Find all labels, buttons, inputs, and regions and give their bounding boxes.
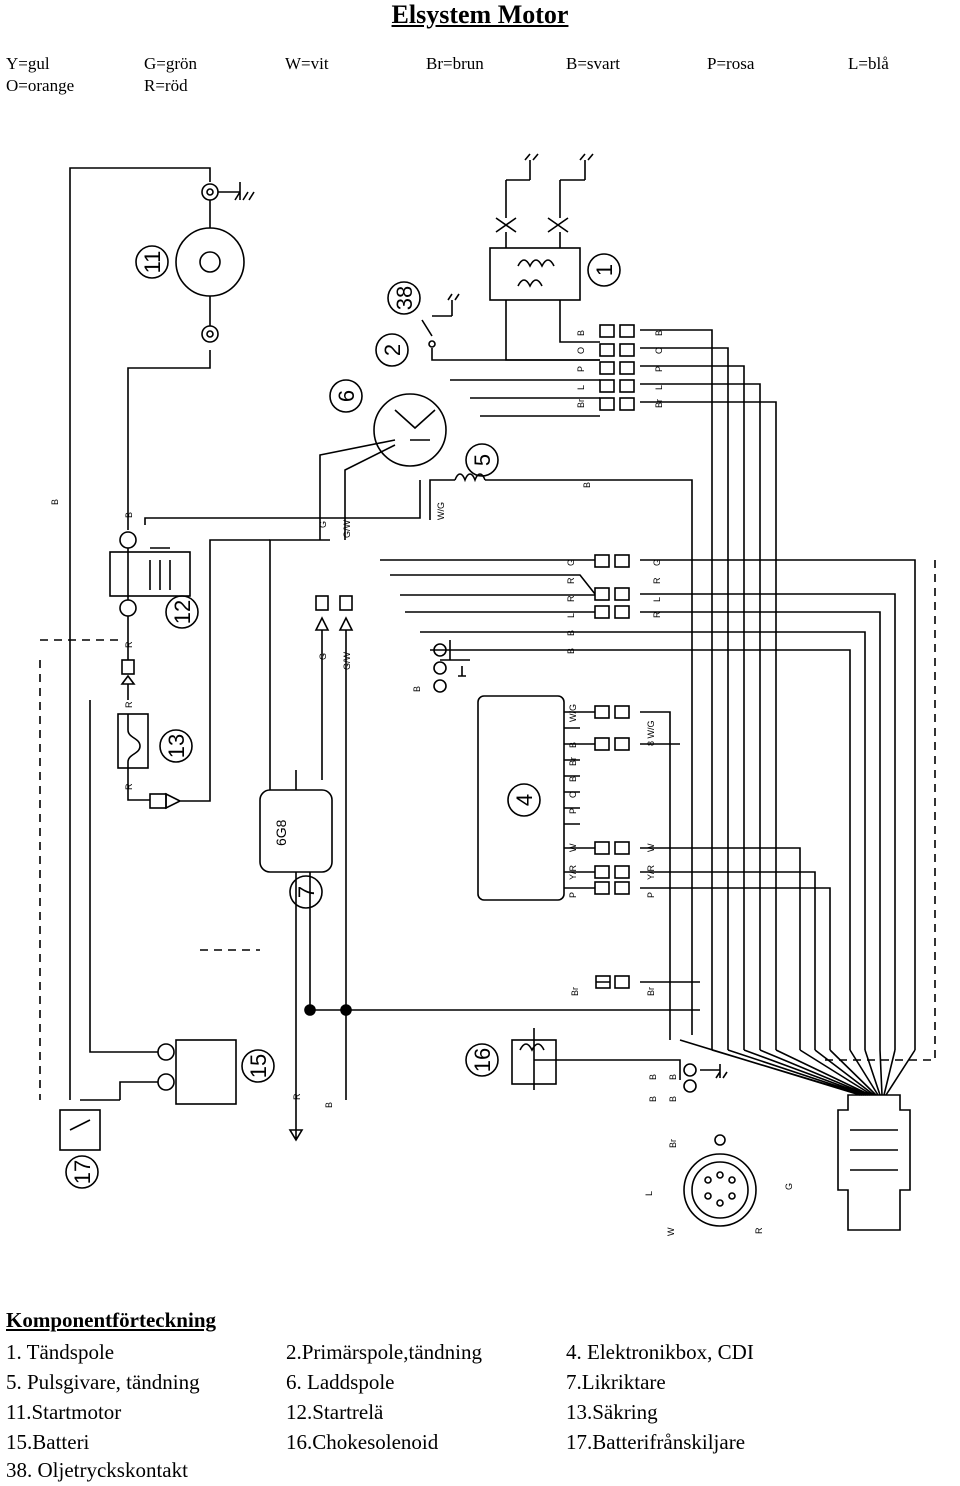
wire-label: O [576, 347, 586, 354]
component-marker: 15 [246, 1054, 271, 1078]
component-item: 13.Säkring [566, 1400, 658, 1424]
wire-label: R [124, 701, 134, 708]
wire-label: L [652, 597, 662, 602]
wire-label: Br [568, 757, 578, 766]
component-marker: 12 [170, 600, 195, 624]
legend-item: G=grön [144, 54, 198, 73]
wire-label: P [568, 808, 578, 814]
wire-label: B [412, 686, 422, 692]
wire-label: B [566, 648, 576, 654]
component-marker: 1 [592, 264, 617, 276]
component-marker: 11 [140, 251, 165, 274]
wire-label: G [566, 559, 576, 566]
wire-label: Br [646, 987, 656, 996]
wire-label: R [124, 641, 134, 648]
wire-label: R [652, 577, 662, 584]
wire-label: O [654, 347, 664, 354]
component-marker: 38 [392, 286, 417, 310]
component-item: 11.Startmotor [6, 1400, 122, 1424]
wiring-diagram: B B R R R G G/W G G/W W/G B B R B Br L W… [39, 153, 936, 1236]
wire-label: Y/R [646, 864, 656, 880]
wire-label: W/G [568, 704, 578, 722]
wire-label: W [666, 1227, 676, 1236]
wire-label: B [124, 512, 134, 518]
wire-label: B [324, 1102, 334, 1108]
wire-label: B [668, 1074, 678, 1080]
wire-label: P [646, 892, 656, 898]
component-item: 38. Oljetryckskontakt [6, 1458, 188, 1482]
component-marker: 6 [334, 390, 359, 402]
component-item: 2.Primärspole,tändning [286, 1340, 482, 1364]
wire-label: W [568, 843, 578, 852]
wire-label: R [566, 595, 576, 602]
rectifier-code: 6G8 [273, 819, 289, 846]
wire-label: 8 W/G [646, 720, 656, 746]
wire-label: R [292, 1093, 302, 1100]
wire-label: W [646, 843, 656, 852]
legend-item: B=svart [566, 54, 620, 73]
wire-label: B [566, 630, 576, 636]
component-marker: 13 [164, 734, 189, 758]
wire-label: P [568, 892, 578, 898]
wire-label: W/G [436, 502, 446, 520]
component-item: 1. Tändspole [6, 1340, 115, 1364]
wire-label: G [318, 653, 328, 660]
wire-label: L [644, 1191, 654, 1196]
legend-item: W=vit [285, 54, 329, 73]
component-item: 12.Startrelä [286, 1400, 384, 1424]
legend-item: P=rosa [707, 54, 755, 73]
page-title: Elsystem Motor [391, 0, 569, 29]
wire-label: G/W [342, 519, 352, 538]
component-item: 16.Chokesolenoid [286, 1430, 439, 1454]
wire-label: B [568, 776, 578, 782]
wire-label: B [668, 1096, 678, 1102]
component-item: 4. Elektronikbox, CDI [566, 1340, 754, 1364]
wire-label: Y/R [568, 864, 578, 880]
legend-item: Br=brun [426, 54, 484, 73]
legend-item: L=blå [848, 54, 889, 73]
legend-item: O=orange [6, 76, 75, 95]
component-item: 17.Batterifrånskiljare [566, 1430, 746, 1454]
wire-label: B [576, 330, 586, 336]
wire-label: B [648, 1096, 658, 1102]
wire-label: O [568, 791, 578, 798]
component-marker: 4 [512, 794, 537, 806]
legend-item: R=röd [144, 76, 188, 95]
wire-label: R [124, 783, 134, 790]
component-item: 15.Batteri [6, 1430, 90, 1454]
component-item: 5. Pulsgivare, tändning [6, 1370, 200, 1394]
wire-label: P [654, 366, 664, 372]
component-item: 7.Likriktare [566, 1370, 666, 1394]
wire-label: R [566, 577, 576, 584]
wire-label: Br [576, 399, 586, 408]
legend-item: Y=gul [6, 54, 50, 73]
wire-label: Br [654, 399, 664, 408]
wire-label: B [582, 482, 592, 488]
wire-label: G [318, 521, 328, 528]
wire-label: B [50, 499, 60, 505]
component-marker: 2 [380, 344, 405, 356]
wire-label: B [654, 330, 664, 336]
wire-label: R [754, 1227, 764, 1234]
component-marker: 16 [470, 1048, 495, 1072]
wire-label: G [784, 1183, 794, 1190]
wire-label: G/W [342, 651, 352, 670]
wire-label: Br [668, 1139, 678, 1148]
wire-label: L [566, 613, 576, 618]
component-item: 6. Laddspole [286, 1370, 395, 1394]
wire-label: R [652, 611, 662, 618]
wire-label: B [568, 742, 578, 748]
wire-label: P [576, 366, 586, 372]
wire-label: Br [570, 987, 580, 996]
component-marker: 17 [70, 1160, 95, 1184]
component-marker: 7 [294, 886, 319, 898]
component-list-heading: Komponentförteckning [6, 1308, 216, 1332]
component-marker: 5 [470, 454, 495, 466]
wire-label: L [654, 385, 664, 390]
wire-label: L [576, 385, 586, 390]
wire-label: G [652, 559, 662, 566]
wire-label: B [648, 1074, 658, 1080]
